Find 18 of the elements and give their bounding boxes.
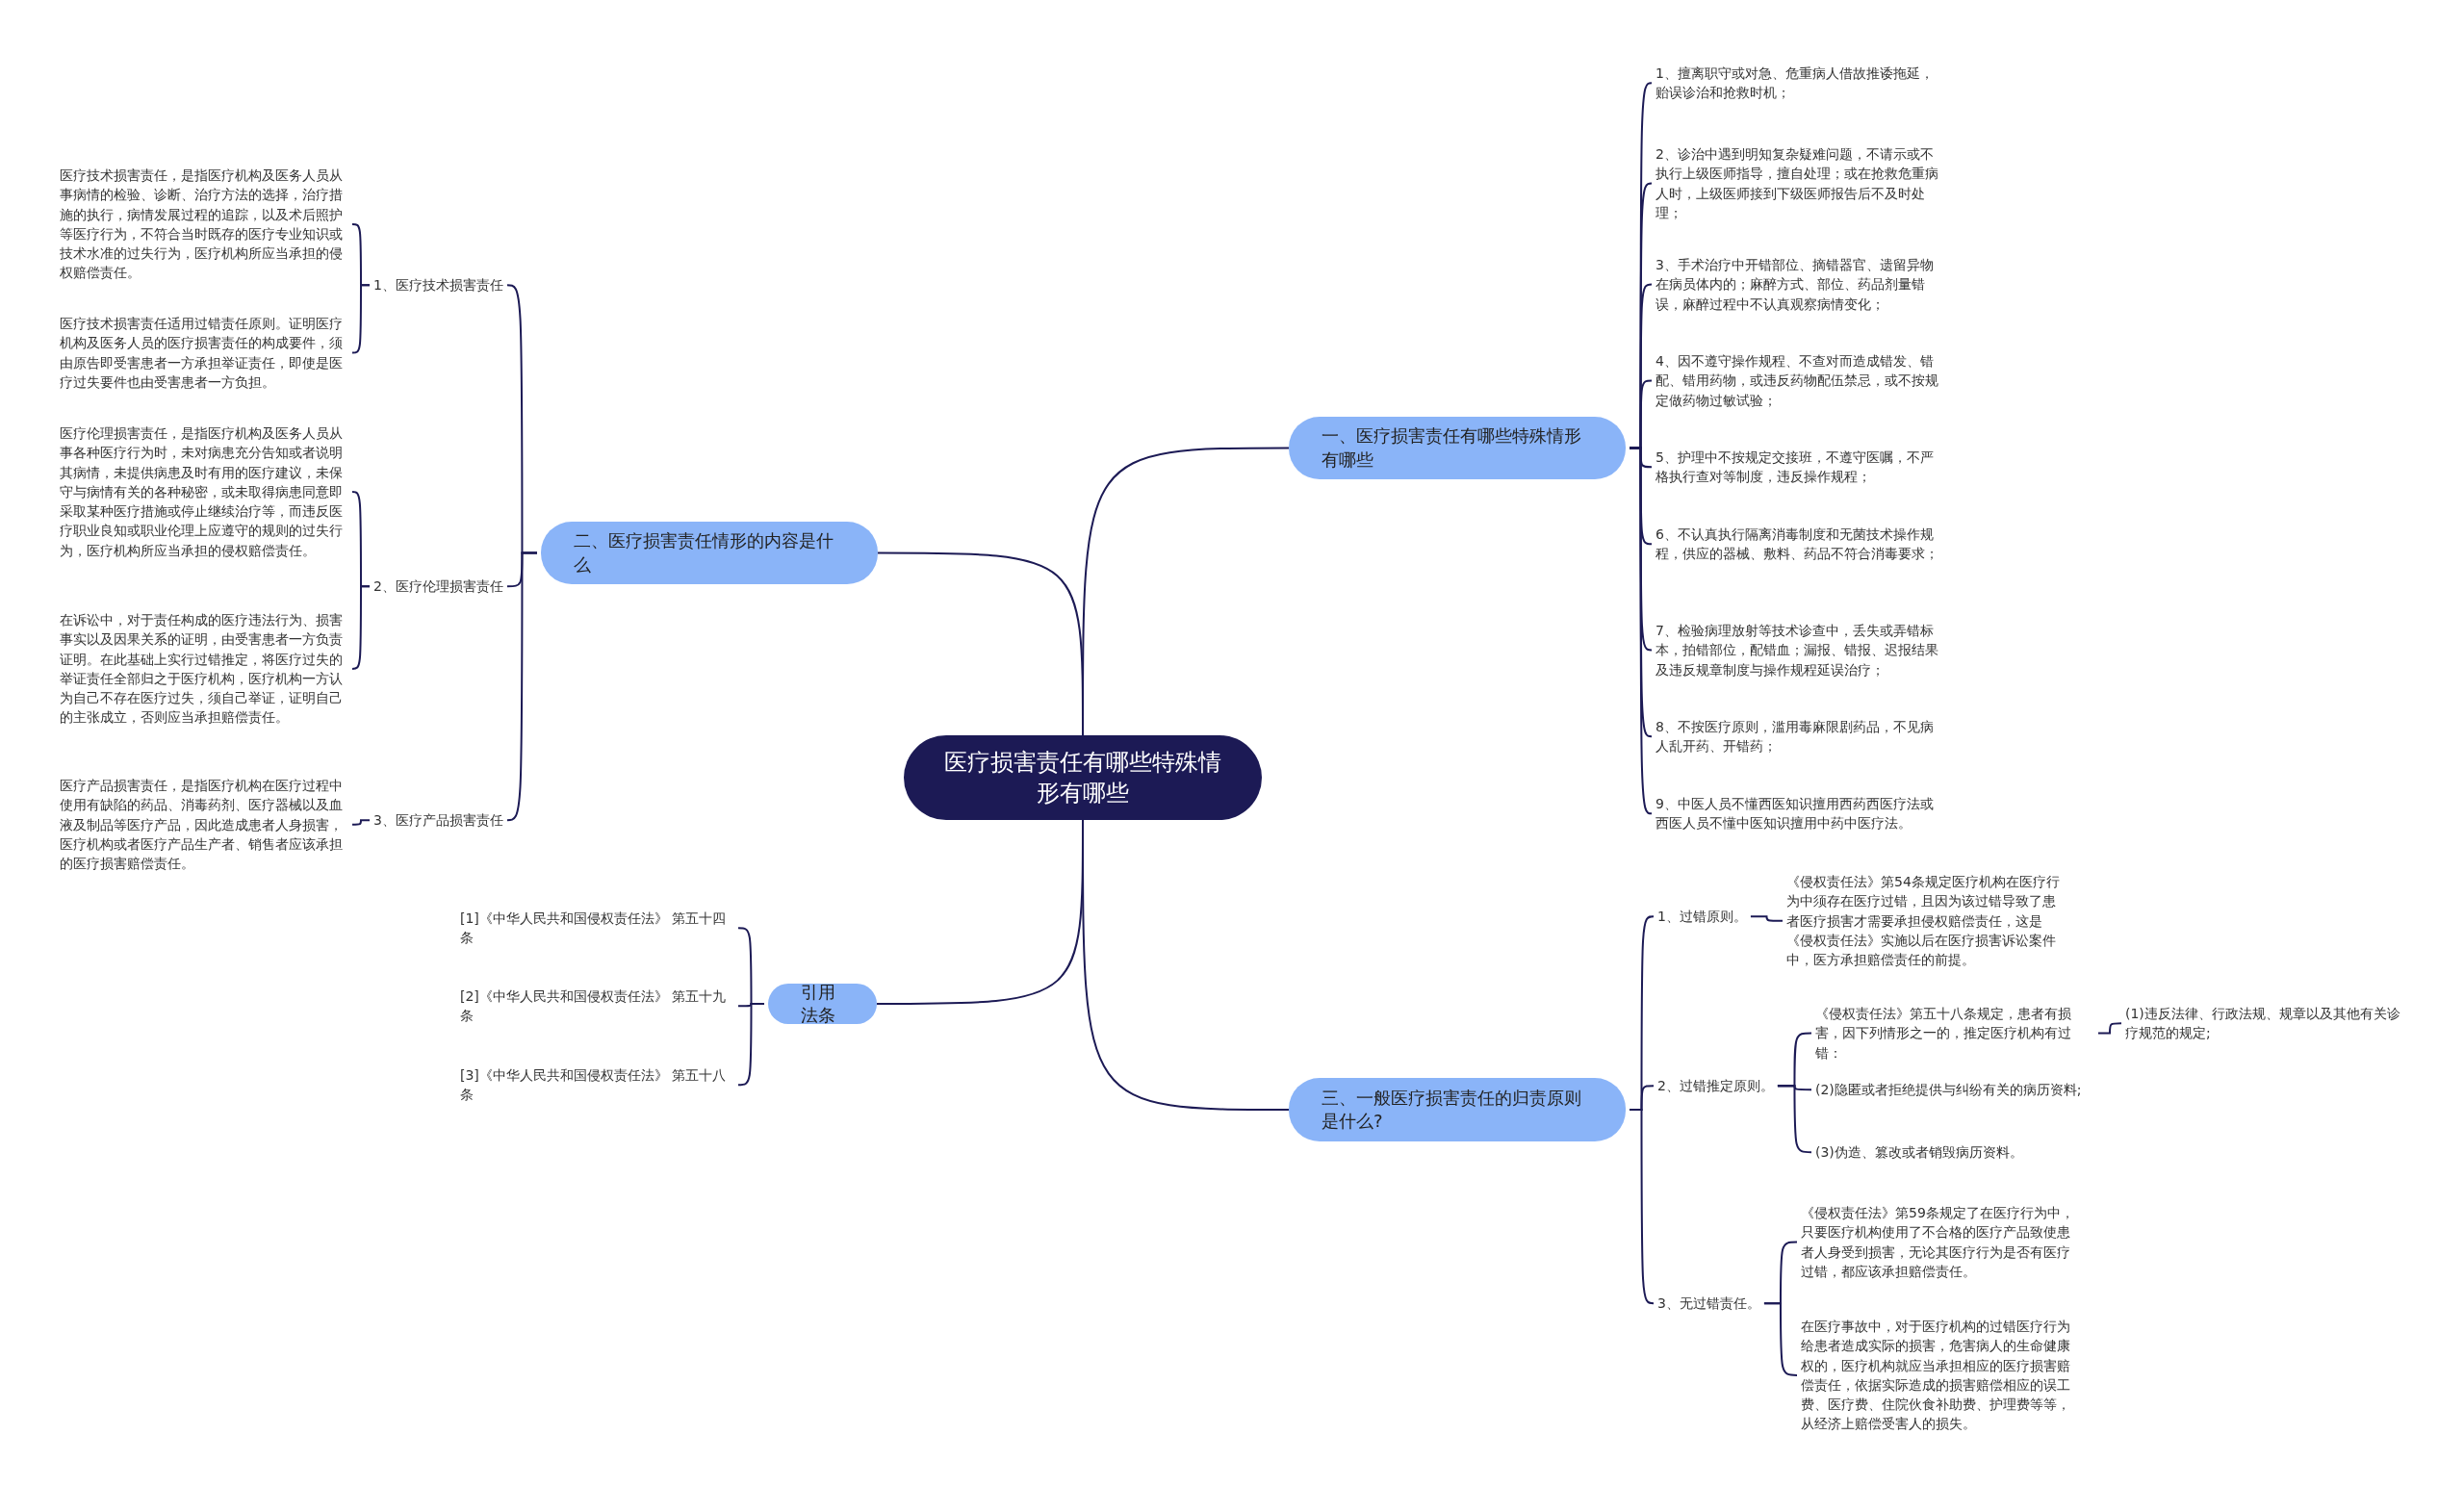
branch-topic: 二、医疗损害责任情形的内容是什么 — [541, 522, 878, 584]
branch-topic: 一、医疗损害责任有哪些特殊情形有哪些 — [1289, 417, 1626, 479]
root-topic: 医疗损害责任有哪些特殊情形有哪些 — [904, 735, 1262, 820]
subtopic-label: 1、医疗技术损害责任 — [373, 275, 503, 295]
subtopic-label: 3、医疗产品损害责任 — [373, 810, 503, 831]
connector-line — [351, 585, 371, 670]
connector-line — [505, 551, 538, 822]
connector-line — [1762, 1302, 1798, 1376]
connector-line — [1629, 1109, 1655, 1305]
subtopic-label: 2、医疗伦理损害责任 — [373, 576, 503, 597]
connector-line — [1749, 915, 1784, 922]
connector-line — [877, 551, 1084, 736]
branch-topic: 三、一般医疗损害责任的归责原则是什么? — [1289, 1078, 1626, 1141]
branch-topic: 引用法条 — [768, 984, 877, 1024]
connector-line — [2097, 1022, 2122, 1035]
connector-line — [1629, 447, 1653, 815]
connector-line — [351, 819, 371, 826]
connector-line — [351, 284, 371, 354]
